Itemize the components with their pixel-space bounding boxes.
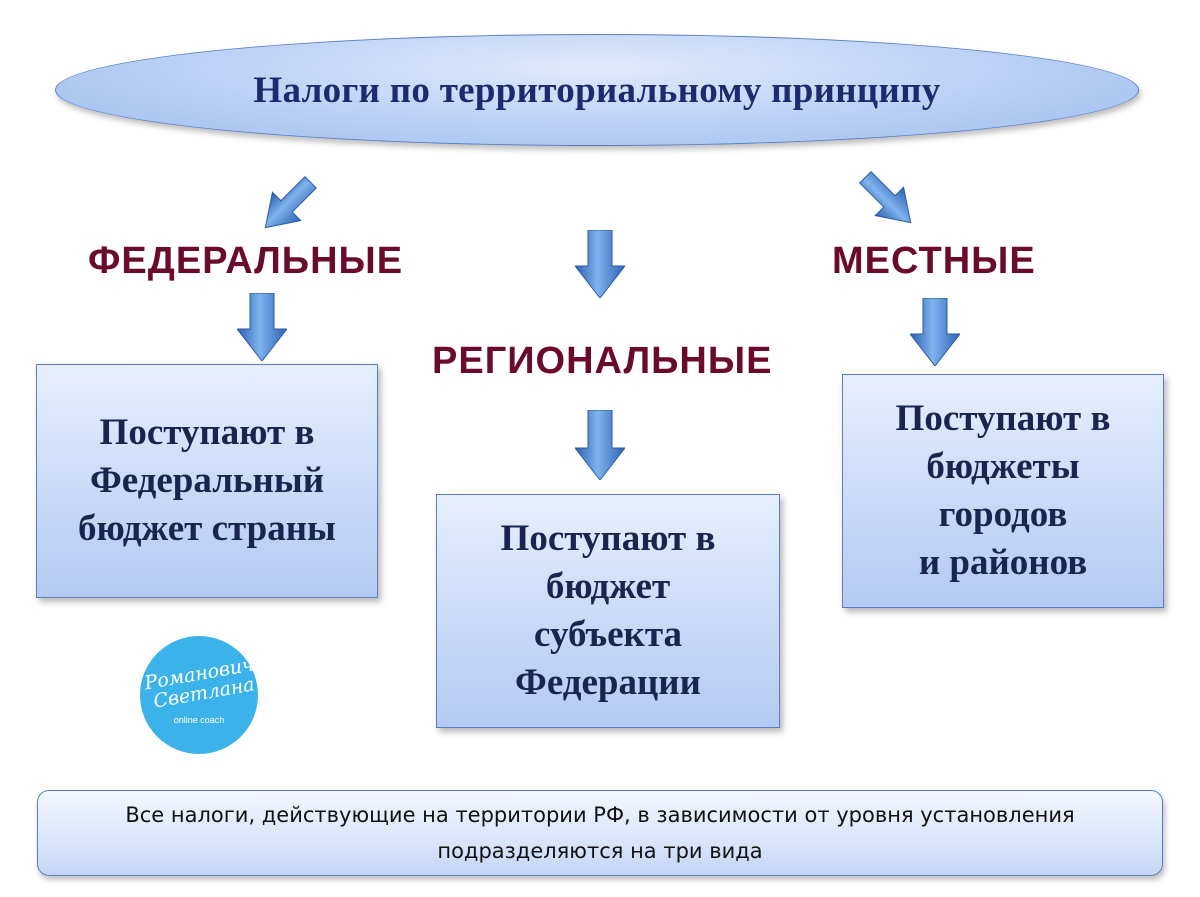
federal-box: Поступают в Федеральный бюджет страны	[36, 364, 378, 598]
category-regional: РЕГИОНАЛЬНЫЕ	[432, 340, 773, 382]
federal-box-text: Поступают в Федеральный бюджет страны	[78, 412, 336, 549]
diagram-title: Налоги по территориальному принципу	[253, 69, 941, 111]
arrow-federal-box-icon	[237, 293, 287, 361]
category-federal: ФЕДЕРАЛЬНЫЕ	[88, 240, 404, 282]
arrow-local-box-icon	[910, 298, 960, 366]
regional-box-text: Поступают в бюджет субъекта Федерации	[500, 518, 716, 703]
arrow-to-local-icon	[859, 171, 912, 224]
author-logo: Романович Светлана online coach	[140, 636, 258, 754]
arrow-regional-box-icon	[575, 410, 625, 480]
regional-box: Поступают в бюджет субъекта Федерации	[436, 494, 780, 728]
arrow-to-federal-icon	[264, 176, 317, 229]
local-box-text: Поступают в бюджеты городов и районов	[895, 398, 1111, 583]
footer-note-box: Все налоги, действующие на территории РФ…	[37, 790, 1163, 876]
title-ellipse: Налоги по территориальному принципу	[55, 34, 1139, 146]
footer-note-text: Все налоги, действующие на территории РФ…	[125, 803, 1075, 863]
category-local: МЕСТНЫЕ	[832, 240, 1036, 282]
arrow-to-regional-icon	[575, 230, 625, 298]
local-box: Поступают в бюджеты городов и районов	[842, 374, 1164, 608]
logo-subtitle: online coach	[173, 715, 225, 725]
